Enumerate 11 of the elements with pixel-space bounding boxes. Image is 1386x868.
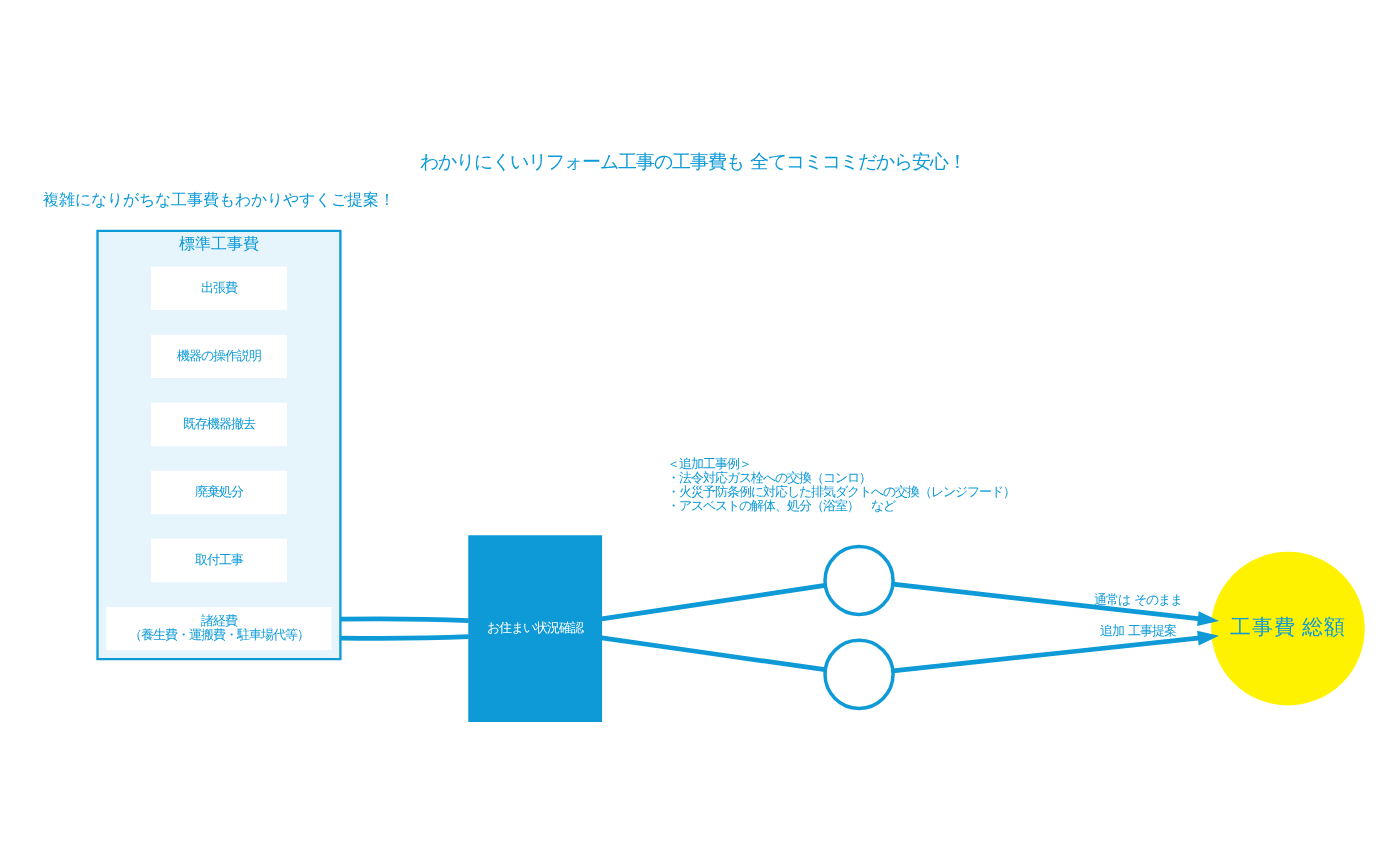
node-circle: 工事費 総額 xyxy=(1211,550,1365,705)
connector xyxy=(601,582,826,621)
node-circle xyxy=(823,543,895,616)
diagram-title: わかりにくいリフォーム工事の工事費も 全てコミコミだから安心！ xyxy=(420,151,966,174)
label: 複雑になりがちな工事費もわかりやすくご提案！ xyxy=(42,187,395,208)
connector xyxy=(601,634,826,671)
node-circle xyxy=(823,637,895,710)
connector xyxy=(340,615,469,622)
arrow xyxy=(892,580,1219,625)
connector xyxy=(340,633,469,640)
arrow xyxy=(892,629,1219,673)
